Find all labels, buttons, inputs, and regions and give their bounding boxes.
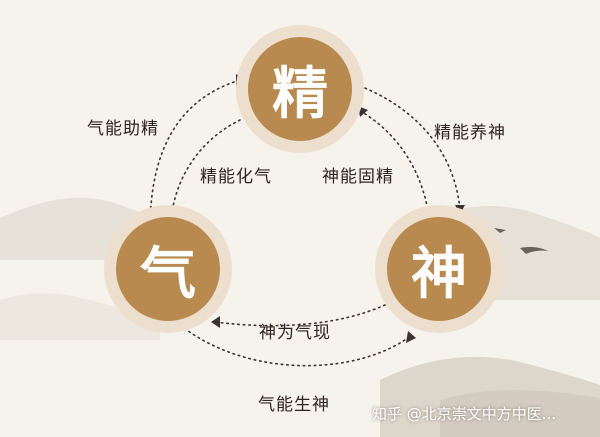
node-jing-label: 精 (248, 37, 352, 141)
edge-label-shen-neng-gu-jing: 神能固精 (322, 167, 394, 187)
arrow-jing-to-qi-inner (171, 119, 241, 213)
node-shen: 神 (375, 205, 503, 333)
edge-label-jing-neng-hua-qi: 精能化气 (200, 167, 272, 187)
node-qi: 气 (104, 205, 232, 333)
arrowhead-icon (211, 316, 220, 328)
edge-label-jing-neng-yang-shen: 精能养神 (434, 123, 506, 143)
cycle-arrows (149, 79, 461, 367)
arrow-shen-to-qi-inner (214, 304, 386, 327)
watermark: 知乎 @北京崇文中方中医... (372, 405, 557, 423)
arrow-qi-to-shen-outer (179, 324, 413, 367)
node-qi-label: 气 (116, 217, 220, 321)
edge-label-qi-neng-sheng-shen: 气能生神 (258, 395, 330, 415)
edge-label-qi-neng-zhu-jing: 气能助精 (87, 119, 159, 139)
arrowhead-icon (406, 331, 416, 343)
node-jing: 精 (236, 25, 364, 153)
node-shen-label: 神 (387, 217, 491, 321)
arrow-jing-to-shen-outer (359, 85, 461, 211)
bird-icon (494, 228, 548, 254)
arrow-qi-to-jing-outer (149, 79, 241, 231)
edge-label-shen-wei-qi-xian: 神为气现 (259, 323, 331, 343)
